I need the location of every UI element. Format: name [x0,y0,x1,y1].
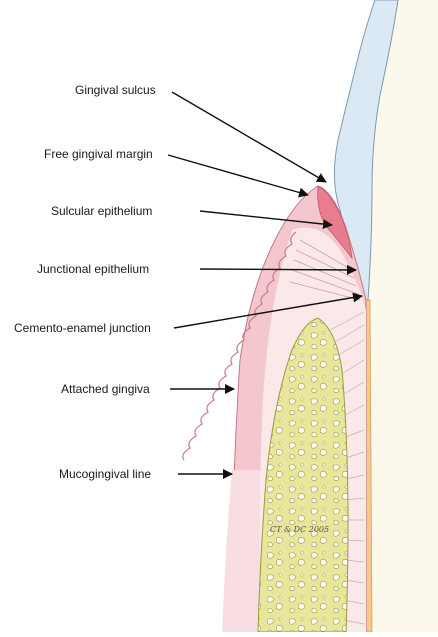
arrow-free-gingival-margin [168,155,308,195]
label-cemento-enamel-junction: Cemento-enamel junction [14,321,151,335]
label-free-gingival-margin: Free gingival margin [44,147,153,161]
arrow-gingival-sulcus [172,92,326,182]
label-mucogingival-line: Mucogingival line [59,467,151,481]
label-junctional-epithelium: Junctional epithelium [37,262,149,276]
label-attached-gingiva: Attached gingiva [61,382,150,396]
label-gingival-sulcus: Gingival sulcus [75,83,156,97]
arrow-junctional-epithelium [200,269,356,270]
label-sulcular-epithelium: Sulcular epithelium [51,204,152,218]
watermark: CT & DC 2005 [270,525,329,534]
